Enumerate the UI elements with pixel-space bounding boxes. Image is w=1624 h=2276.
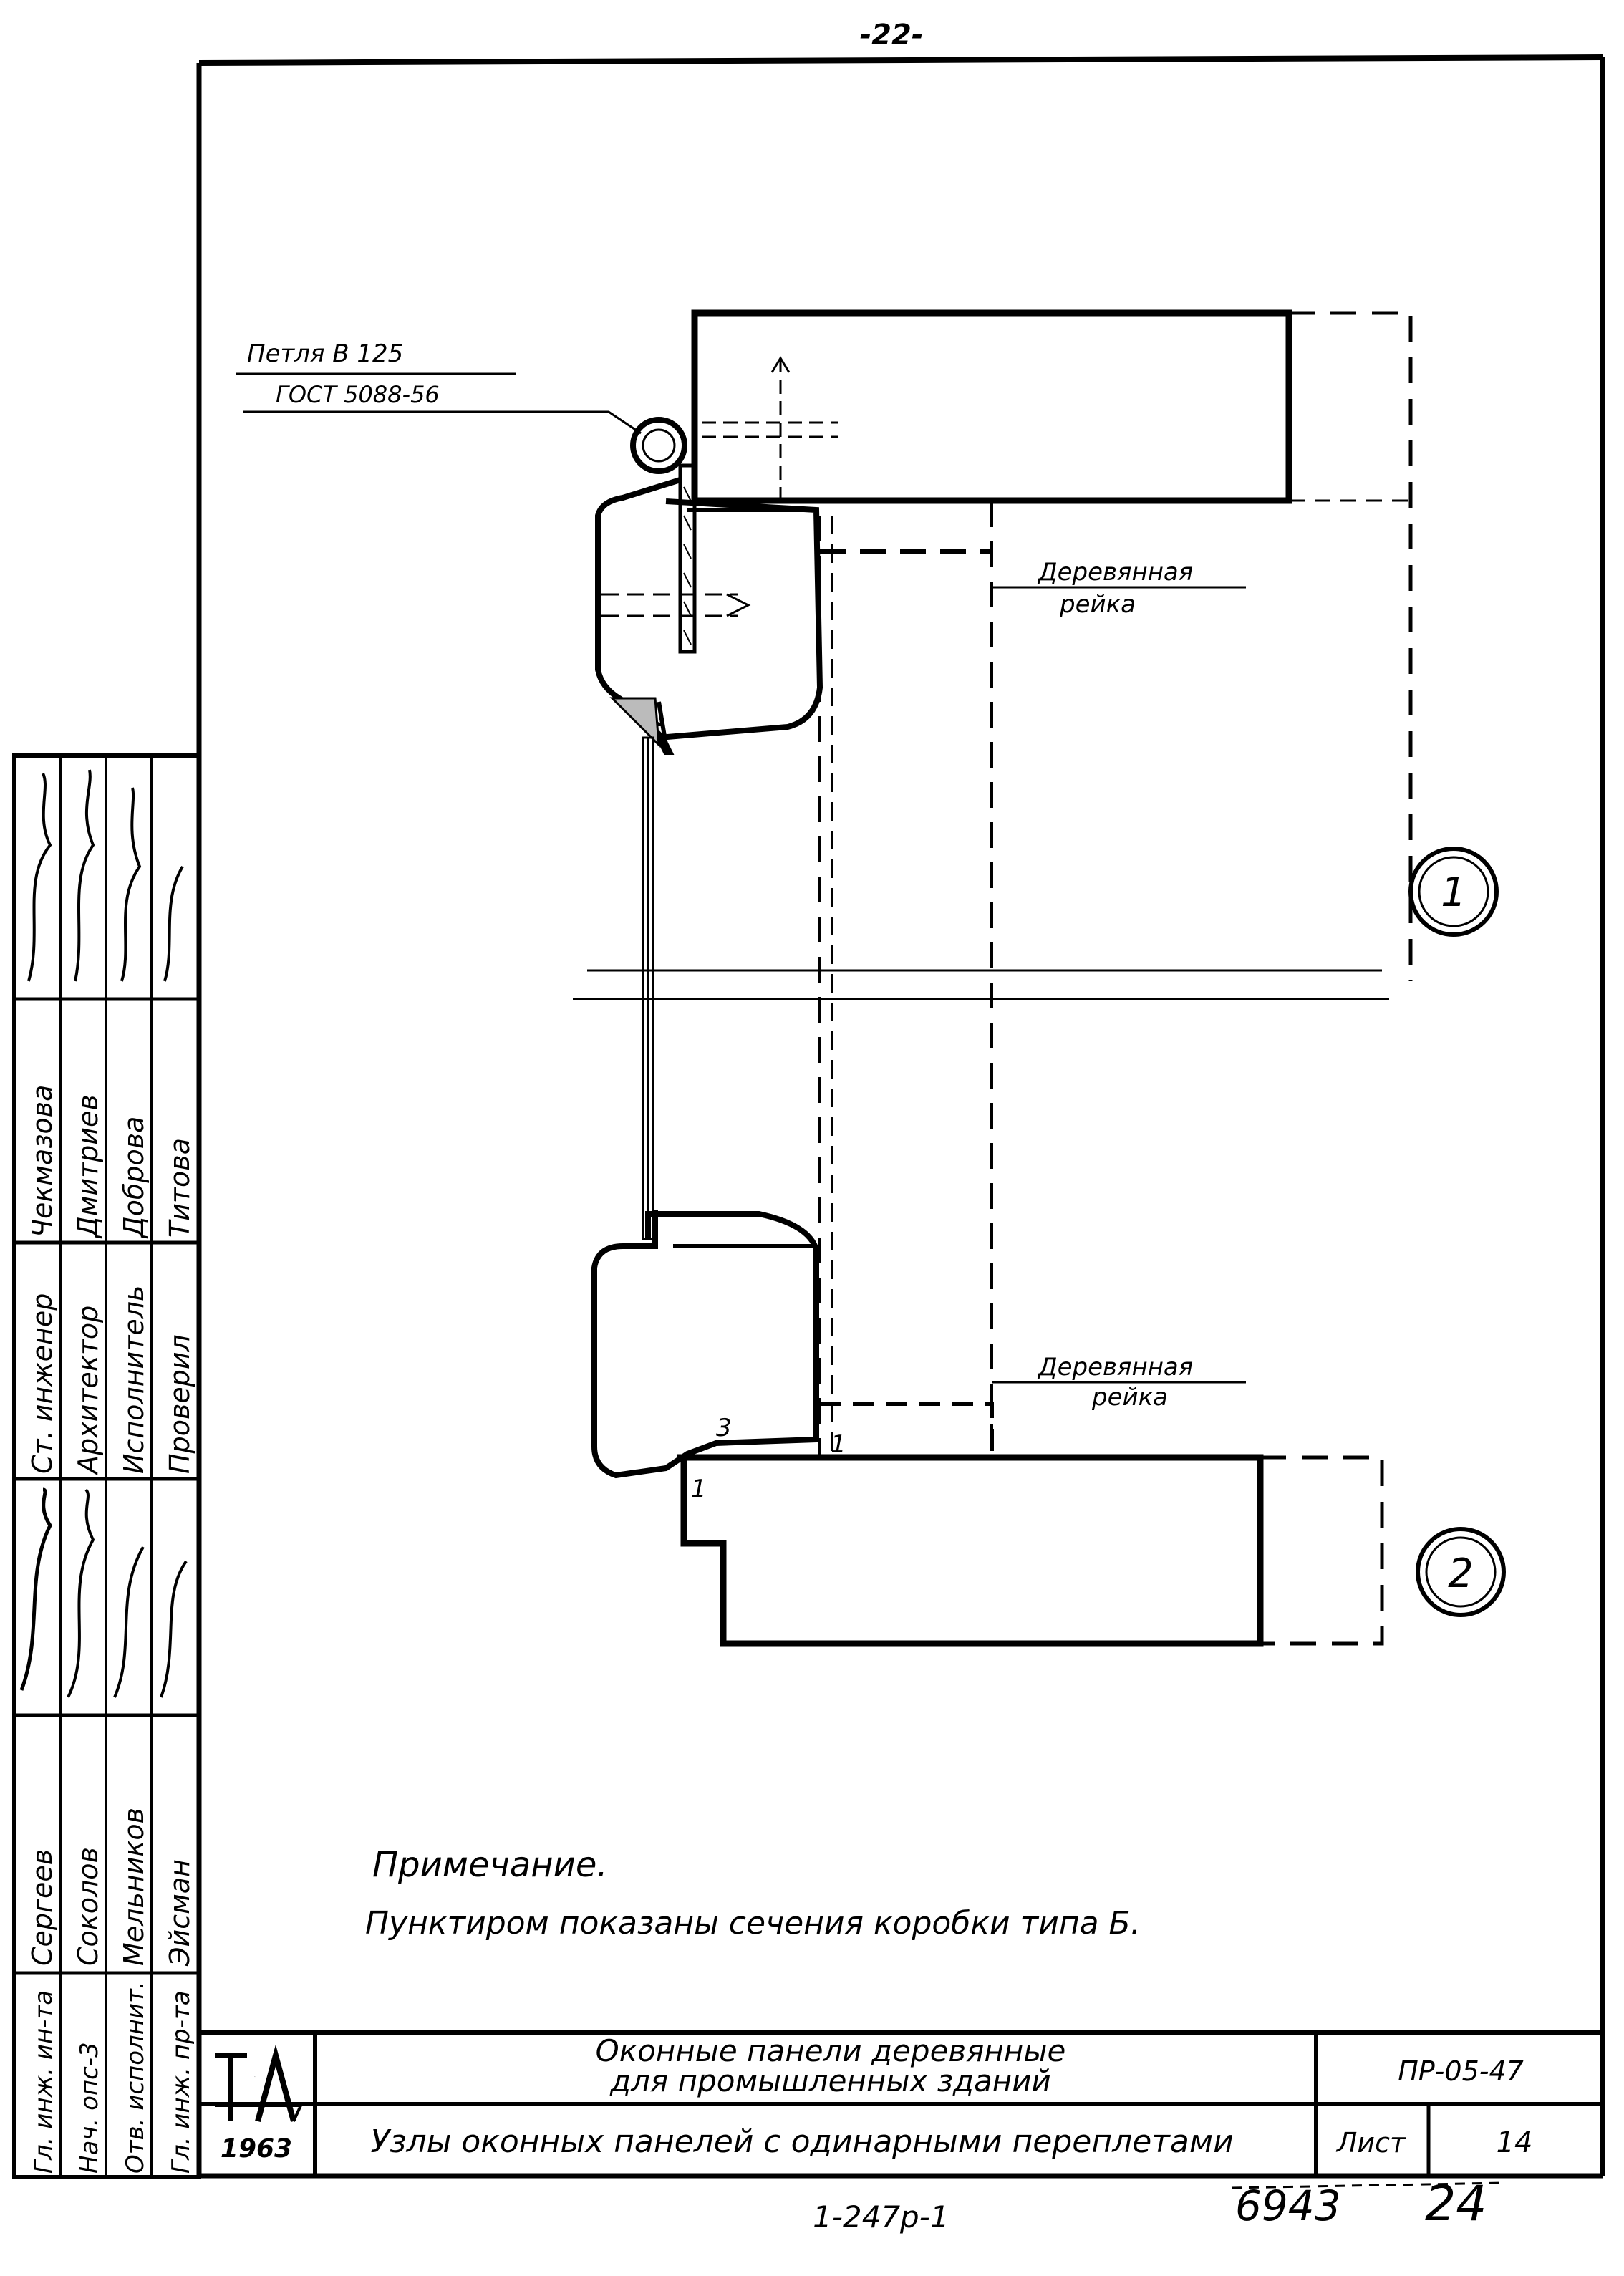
title-logo: ТД — [254, 2076, 256, 2078]
hinge-label-line1: Петля В 125 — [247, 339, 403, 368]
footer-series: 1-247р-1 — [813, 2199, 949, 2234]
number-1-left: 1 — [691, 1475, 707, 1503]
name-right-3: Титова — [164, 1138, 195, 1238]
window-section-drawing — [236, 309, 1506, 1647]
name-right-1: Дмитриев — [72, 1094, 104, 1239]
number-3: 3 — [716, 1414, 732, 1442]
sheet-label: Лист — [1335, 2127, 1407, 2159]
callout-marker-1: 1 — [1441, 869, 1466, 916]
callout-marker-2: 2 — [1448, 1551, 1474, 1597]
name-left-0: Сергеев — [26, 1849, 58, 1966]
role-0: Ст. инженер — [26, 1293, 58, 1474]
title-block — [199, 2030, 1603, 2176]
hinge-label-line2: ГОСТ 5088-56 — [276, 381, 440, 408]
title-line2: для промышленных зданий — [609, 2063, 1051, 2098]
name-left-3: Эйсман — [164, 1859, 195, 1967]
role-3: Проверил — [164, 1334, 195, 1474]
title-year: 1963 — [221, 2134, 292, 2164]
sheet-number: 14 — [1497, 2126, 1533, 2159]
position-2: Отв. исполнит. — [121, 1981, 150, 2174]
name-left-1: Соколов — [72, 1847, 104, 1966]
footer-page: 24 — [1425, 2176, 1487, 2232]
rail-top-label-2: рейка — [1059, 590, 1136, 619]
title-code: ПР-05-47 — [1398, 2055, 1524, 2087]
position-3: Гл. инж. пр-та — [167, 1990, 195, 2174]
rail-bottom-label-1: Деревянная — [1037, 1353, 1193, 1381]
name-right-2: Доброва — [118, 1117, 150, 1239]
name-left-2: Мельников — [118, 1808, 150, 1966]
position-0: Гл. инж. ин-та — [29, 1990, 58, 2174]
name-right-0: Чекмазова — [26, 1085, 58, 1238]
rail-top-label-1: Деревянная — [1037, 558, 1193, 587]
title-line1: Оконные панели деревянные — [596, 2033, 1066, 2068]
rail-bottom-label-2: рейка — [1091, 1383, 1168, 1412]
number-1-right: 1 — [831, 1430, 846, 1459]
title-subtitle: Узлы оконных панелей с одинарными перепл… — [370, 2123, 1233, 2160]
position-1: Нач. опс-3 — [75, 2042, 104, 2174]
side-stamp: Гл. инж. ин-та Нач. опс-3 Отв. исполнит.… — [12, 753, 201, 2179]
role-2: Исполнитель — [118, 1286, 150, 1474]
note-text: Пунктиром показаны сечения коробки типа … — [365, 1905, 1141, 1942]
footer-order: 6943 — [1235, 2181, 1341, 2230]
role-1: Архитектор — [72, 1306, 104, 1476]
footer-dash — [1231, 2181, 1504, 2189]
note-title: Примечание. — [372, 1845, 608, 1885]
page-number: -22- — [860, 19, 924, 52]
